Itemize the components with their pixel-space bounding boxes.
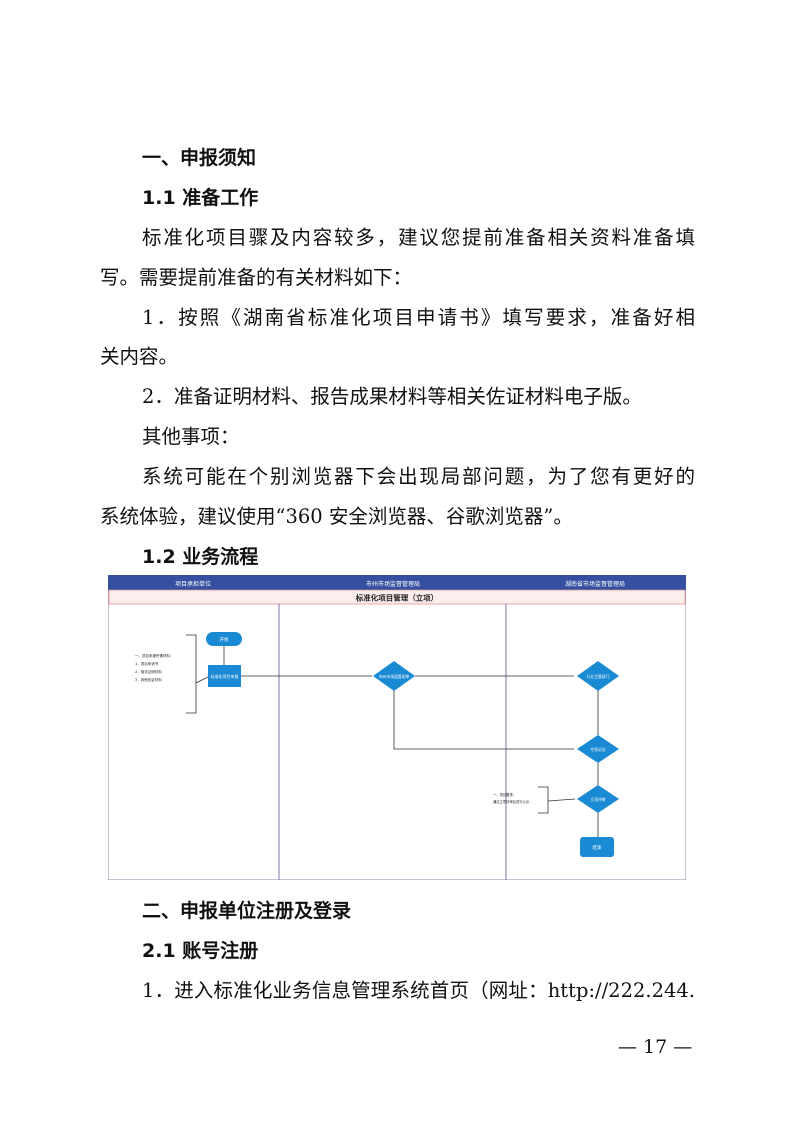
paragraph: 系统可能在个别浏览器下会出现局部问题，为了您有更好的 — [142, 465, 695, 488]
business-flowchart: 项目承担单位 市州市场监督管理局 湖南省市场监督管理局 标准化项目管理（立项） … — [108, 575, 686, 880]
subsection-heading: 1.1 准备工作 — [142, 187, 259, 209]
apply-node — [208, 665, 241, 687]
paragraph: 其他事项： — [142, 425, 240, 448]
paragraph: 标准化项目骤及内容较多，建议您提前准备相关资料准备填 — [142, 226, 695, 249]
flowchart-frame — [108, 575, 686, 880]
note-1: 一、项目申报所需材料： 1．项目申请书 2．相关证明材料 3．其他佐证材料 — [135, 653, 174, 682]
svg-text:一、项目申报所需材料：: 一、项目申报所需材料： — [135, 653, 174, 658]
lane-label: 湖南省市场监督管理局 — [565, 580, 625, 588]
industry-dept-node — [577, 661, 619, 691]
paragraph: 2．准备证明材料、报告成果材料等相关佐证材料电子版。 — [142, 385, 642, 408]
lane-label: 项目承担单位 — [175, 580, 211, 588]
svg-text:2．相关证明材料: 2．相关证明材料 — [135, 669, 162, 674]
city-review-node — [373, 661, 415, 691]
paragraph: 1．按照《湖南省标准化项目申请书》填写要求，准备好相 — [142, 306, 695, 329]
flowchart-title: 标准化项目管理（立项） — [355, 593, 439, 603]
paragraph: 系统体验，建议使用“360 安全浏览器、谷歌浏览器”。 — [100, 505, 573, 528]
svg-text:专家论证: 专家论证 — [590, 747, 605, 752]
subsection-heading: 2.1 账号注册 — [142, 940, 259, 962]
note-2: 一、项目要求： 通过立项评审后进行公示 — [493, 792, 530, 804]
svg-text:开始: 开始 — [220, 636, 229, 643]
svg-text:标准化项目申报: 标准化项目申报 — [211, 673, 239, 679]
review-node — [577, 785, 619, 813]
page-number: — 17 — — [618, 1036, 693, 1058]
svg-text:市州市场监管初审: 市州市场监管初审 — [379, 674, 410, 679]
svg-text:1．项目申请书: 1．项目申请书 — [135, 661, 159, 666]
svg-text:行业主管部门: 行业主管部门 — [587, 674, 610, 679]
svg-text:结束: 结束 — [593, 844, 602, 851]
end-node — [580, 837, 614, 857]
subsection-heading: 1.2 业务流程 — [142, 546, 259, 568]
expert-node — [577, 735, 619, 763]
lane-label: 市州市场监督管理局 — [366, 580, 420, 588]
svg-text:3．其他佐证材料: 3．其他佐证材料 — [135, 677, 162, 682]
paragraph: 1．进入标准化业务信息管理系统首页（网址：http://222.244. — [142, 979, 695, 1002]
flowchart-title-bar — [108, 589, 686, 605]
svg-text:一、项目要求：: 一、项目要求： — [493, 792, 516, 797]
svg-text:立项评审: 立项评审 — [590, 797, 605, 802]
paragraph: 写。需要提前准备的有关材料如下： — [100, 266, 413, 289]
svg-text:通过立项评审后进行公示: 通过立项评审后进行公示 — [493, 799, 530, 804]
section-heading: 一、申报须知 — [142, 147, 257, 169]
lane-header-bar — [108, 575, 686, 590]
paragraph: 关内容。 — [100, 345, 179, 368]
section-heading: 二、申报单位注册及登录 — [142, 900, 352, 922]
start-node — [206, 632, 242, 646]
